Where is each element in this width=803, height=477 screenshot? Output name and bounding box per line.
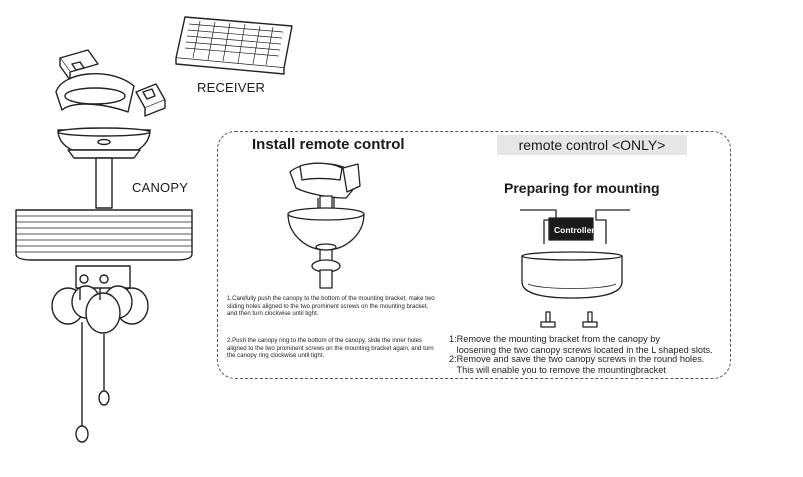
remote-step-2: 2:Remove and save the two canopy screws … [449,354,705,375]
mounting-bracket-illustration [55,49,166,117]
controller-box [548,217,594,241]
receiver-label: RECEIVER [197,80,266,95]
receiver-illustration [175,16,293,75]
remote-step-1: 1:Remove the mounting bracket from the c… [449,334,713,355]
remote-canopy-illustration [520,209,630,328]
light-globes-illustration [51,285,149,334]
install-title: Install remote control [252,136,405,153]
canopy-screw-icon [582,311,598,328]
controller-label: Controller [554,225,595,235]
canopy-illustration [57,127,151,159]
pull-chain-fob-icon [75,425,89,443]
pull-chain-fob-icon [98,390,110,406]
downrod-illustration [95,157,113,209]
canopy-label: CANOPY [132,180,189,195]
install-step-1: 1.Carefully push the canopy to the botto… [227,295,435,318]
canopy-screw-icon [540,311,556,328]
motor-housing-illustration [15,209,193,261]
install-step-2: 2.Push the canopy ring to the bottom of … [227,337,434,360]
remote-title: remote control <ONLY> [497,135,687,155]
preparing-title: Preparing for mounting [504,180,660,196]
instruction-panel [217,131,731,379]
install-canopy-illustration [287,162,365,289]
